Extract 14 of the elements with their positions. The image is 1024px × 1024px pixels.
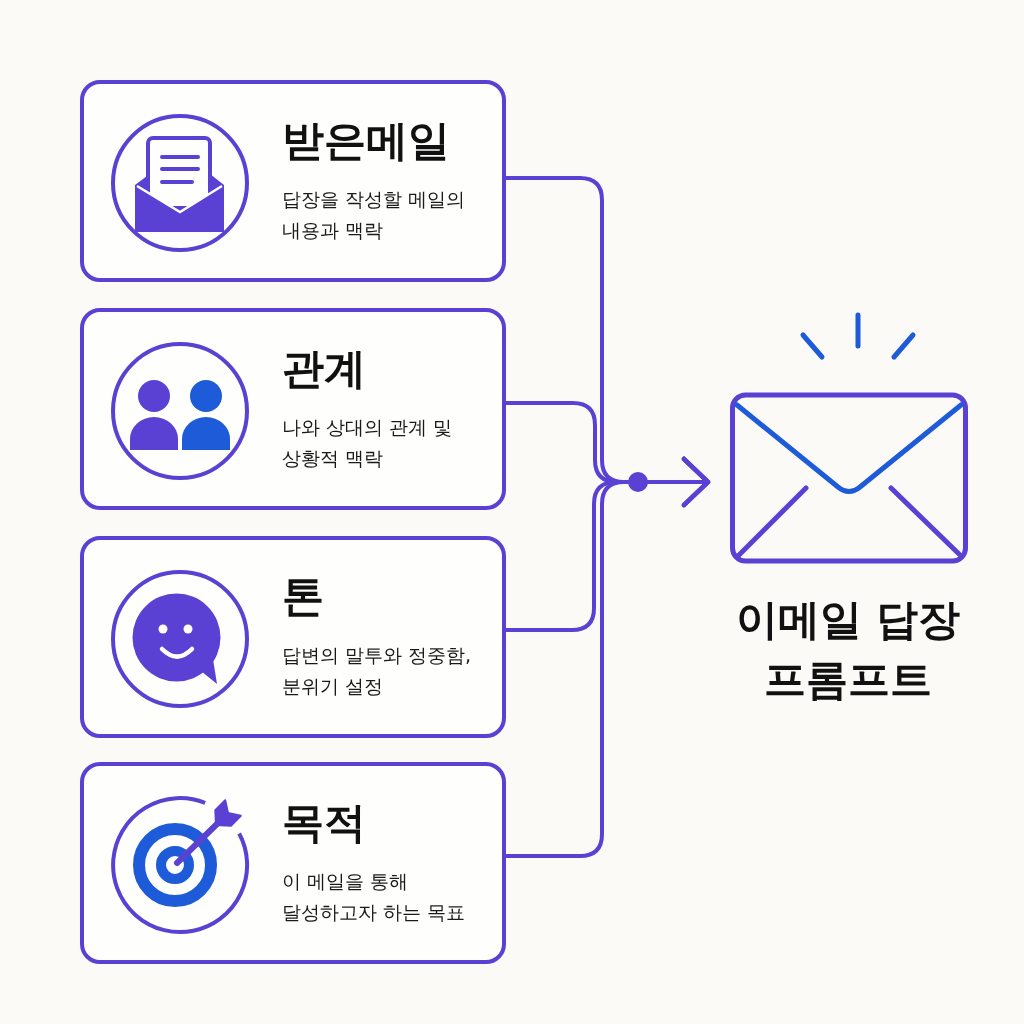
info-card [80,762,506,964]
card-title: 톤 [282,572,324,622]
card-title: 받은메일 [282,116,450,166]
card-title: 목적 [282,798,366,848]
card-description: 나와 상대의 관계 및 상황적 맥락 [282,415,454,471]
card-title: 관계 [282,344,366,394]
card-description: 답장을 작성할 메일의 내용과 맥락 [282,187,467,243]
info-card [80,536,506,738]
card-description: 답변의 말투와 정중함, 분위기 설정 [282,643,473,699]
card-description: 이 메일을 통해 달성하고자 하는 목표 [282,869,467,925]
info-card [80,80,506,282]
info-card [80,308,506,510]
output-title: 이메일 답장 프롬프트 [734,594,962,706]
connector-arrow [506,456,711,858]
